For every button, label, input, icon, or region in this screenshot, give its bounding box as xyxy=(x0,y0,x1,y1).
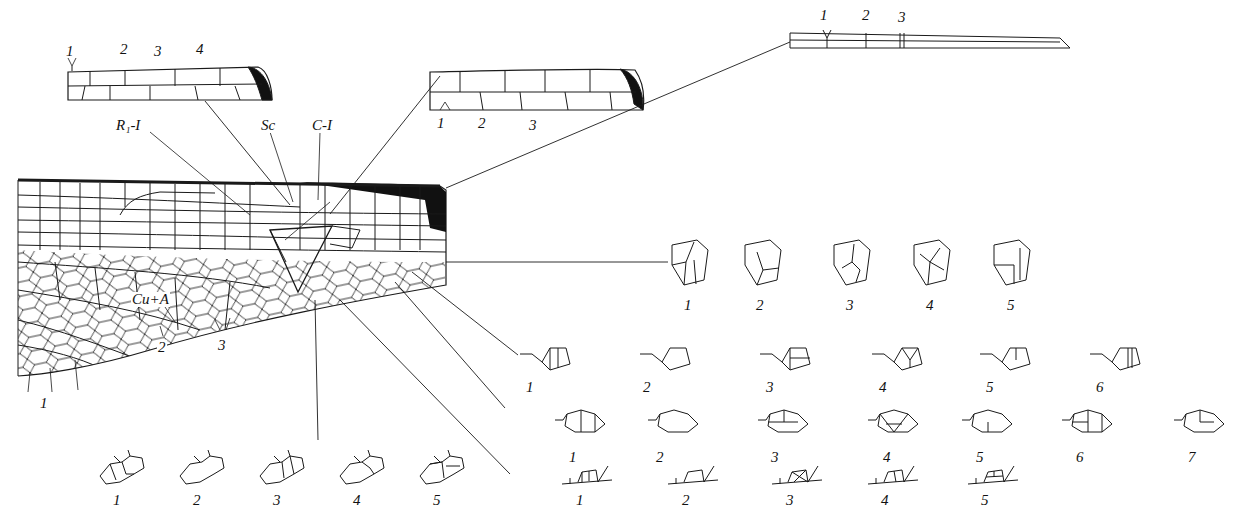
callout-number: 1 xyxy=(39,396,49,411)
callout-number: 4 xyxy=(882,450,892,465)
callout-number: 3 xyxy=(845,298,855,313)
callout-number: 1 xyxy=(112,493,122,508)
callout-number: 1 xyxy=(575,493,585,508)
callout-number: 1 xyxy=(683,298,693,313)
callout-number: 6 xyxy=(1075,450,1085,465)
callout-number: 5 xyxy=(980,493,990,508)
callout-number: 3 xyxy=(897,10,907,25)
callout-number: 5 xyxy=(975,450,985,465)
callout-number: Cu+A xyxy=(131,292,170,307)
callout-number: 2 xyxy=(192,493,202,508)
callout-number: 5 xyxy=(985,380,995,395)
callout-number: 2 xyxy=(157,340,167,355)
callout-number: 3 xyxy=(272,493,282,508)
callout-number: 3 xyxy=(770,450,780,465)
callout-number: 1 xyxy=(568,450,578,465)
callout-number: 1 xyxy=(525,380,535,395)
callout-number: 4 xyxy=(878,380,888,395)
callout-number: 5 xyxy=(1006,298,1016,313)
callout-number: 7 xyxy=(1187,450,1197,465)
callout-number: 1 xyxy=(819,8,829,23)
callout-number: 3 xyxy=(785,493,795,508)
callout-number: 3 xyxy=(153,44,163,59)
callout-number: 6 xyxy=(1095,380,1105,395)
callout-number: 4 xyxy=(195,42,205,57)
callout-number: 2 xyxy=(655,450,665,465)
callout-number: 2 xyxy=(681,493,691,508)
callout-number: R₁-I xyxy=(115,118,141,133)
callout-number: 2 xyxy=(755,298,765,313)
callout-number: 1 xyxy=(436,116,446,131)
callout-number: 3 xyxy=(528,118,538,133)
callout-number: 2 xyxy=(119,42,129,57)
callout-number: Sc xyxy=(260,118,276,133)
callout-number: 3 xyxy=(217,338,227,353)
callout-number: 2 xyxy=(642,380,652,395)
callout-number: 4 xyxy=(352,493,362,508)
callout-number: 4 xyxy=(880,493,890,508)
callout-number: C-I xyxy=(311,118,333,133)
callout-number: 3 xyxy=(765,380,775,395)
callout-number: 4 xyxy=(925,298,935,313)
callout-number: 2 xyxy=(477,116,487,131)
callout-number: 2 xyxy=(861,8,871,23)
callout-number: 1 xyxy=(65,44,75,59)
callout-number: 5 xyxy=(432,493,442,508)
